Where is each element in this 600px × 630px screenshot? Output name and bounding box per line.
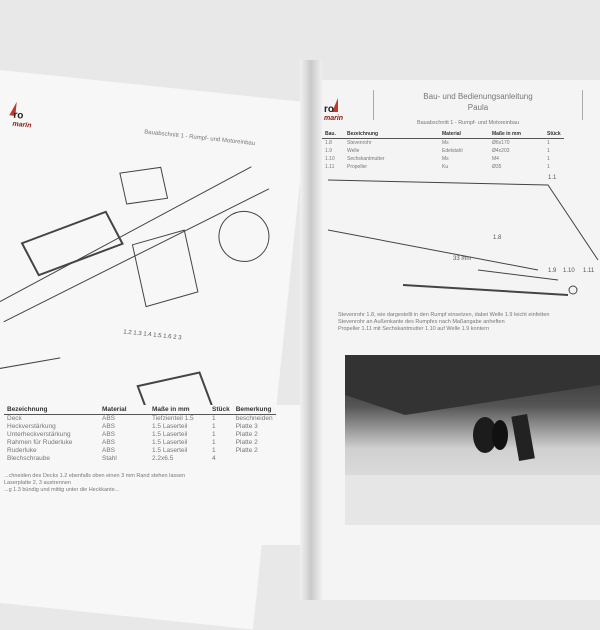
part-label: 1.8 bbox=[493, 235, 502, 241]
book-gutter bbox=[300, 60, 322, 600]
col-header: Material bbox=[99, 405, 149, 415]
part-label: 1.1 bbox=[548, 175, 557, 181]
col-header: Bezeichnung bbox=[344, 130, 439, 139]
part-label: 1.11 bbox=[583, 268, 595, 274]
col-header: Bau. bbox=[322, 130, 344, 139]
note: ...g 1.3 bündig und mittig unter die Hec… bbox=[4, 487, 120, 493]
note: Laserplatte 2, 3 austrennen bbox=[4, 480, 71, 486]
col-header: Stück bbox=[209, 405, 233, 415]
col-header: Maße in mm bbox=[149, 405, 209, 415]
part-label: 1.9 bbox=[548, 268, 557, 274]
deck-drawing bbox=[0, 166, 270, 430]
logo-sail-icon bbox=[332, 98, 338, 112]
document-subtitle: Paula bbox=[467, 103, 489, 112]
col-header: Stück bbox=[544, 130, 564, 139]
col-header: Bemerkung bbox=[232, 405, 276, 415]
propeller-photo bbox=[345, 355, 600, 525]
note: Stevenrohr an Außenkante des Rumpfes nac… bbox=[338, 319, 505, 325]
note: ...chneiden des Decks 1.2 ebenfalls oben… bbox=[4, 473, 186, 479]
document-title: Bau- und Bedienungsanleitung bbox=[423, 92, 533, 101]
note: Stevenrohr 1.8, wie dargestellt in den R… bbox=[338, 312, 550, 318]
section-title-right: Bauabschnitt 1 - Rumpf- und Motoreinbau bbox=[416, 120, 520, 126]
notes-right: Stevenrohr 1.8, wie dargestellt in den R… bbox=[338, 312, 549, 333]
col-header: Bezeichnung bbox=[4, 405, 99, 415]
col-header: Material bbox=[439, 130, 489, 139]
part-label: 1.10 bbox=[563, 268, 575, 274]
note: Propeller 1.11 mit Sechskantmutter 1.10 … bbox=[338, 326, 490, 332]
col-header: Maße in mm bbox=[489, 130, 544, 139]
stern-tube-drawing bbox=[327, 179, 599, 296]
dimension-label: 33 mm bbox=[453, 256, 472, 262]
